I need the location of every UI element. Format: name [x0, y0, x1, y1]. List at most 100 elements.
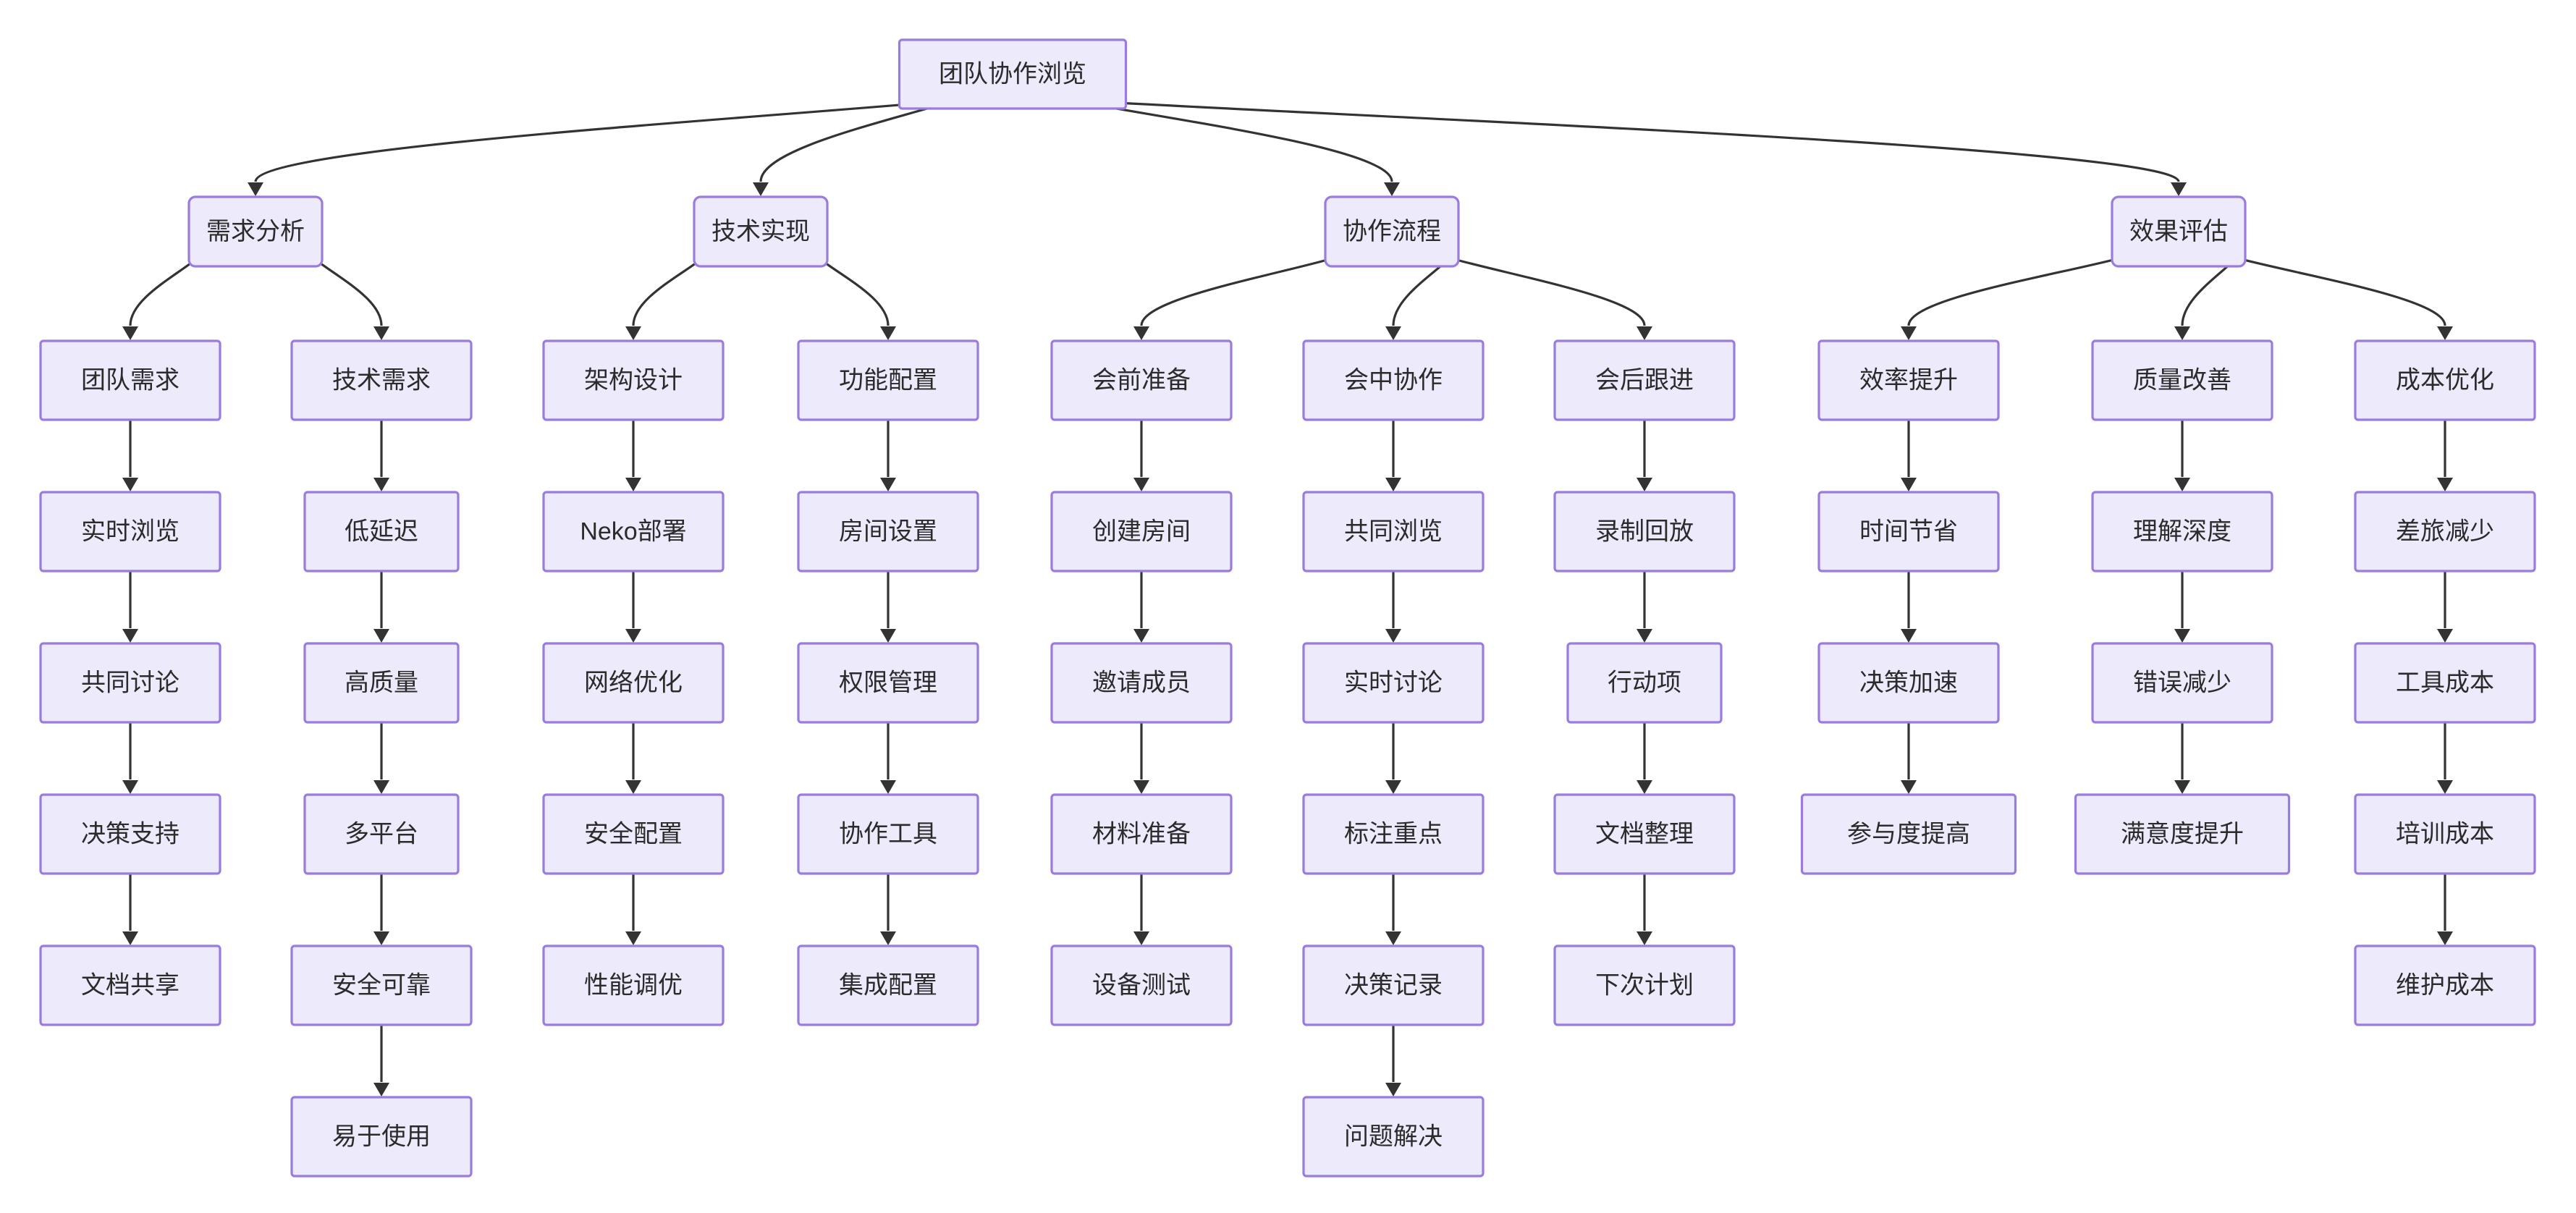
node-box[interactable]	[187, 195, 324, 268]
node-box[interactable]	[290, 339, 473, 421]
node-d6[interactable]: 共同浏览	[1302, 491, 1485, 572]
node-box[interactable]	[1324, 195, 1460, 268]
node-c7[interactable]: 会后跟进	[1553, 339, 1736, 421]
node-f7[interactable]: 文档整理	[1553, 793, 1736, 875]
node-box[interactable]	[1050, 793, 1233, 875]
node-c8[interactable]: 效率提升	[1817, 339, 2000, 421]
node-box[interactable]	[1553, 339, 1736, 421]
node-box[interactable]	[542, 491, 725, 572]
node-g7[interactable]: 下次计划	[1553, 944, 1736, 1026]
node-e3[interactable]: 网络优化	[542, 642, 725, 724]
node-g3[interactable]: 性能调优	[542, 944, 725, 1026]
node-g6[interactable]: 决策记录	[1302, 944, 1485, 1026]
node-d9[interactable]: 理解深度	[2091, 491, 2273, 572]
node-box[interactable]	[2091, 642, 2273, 724]
node-e2[interactable]: 高质量	[303, 642, 460, 724]
node-box[interactable]	[542, 642, 725, 724]
node-box[interactable]	[542, 339, 725, 421]
node-box[interactable]	[39, 339, 221, 421]
node-box[interactable]	[2091, 339, 2273, 421]
node-box[interactable]	[1817, 491, 2000, 572]
node-box[interactable]	[1553, 944, 1736, 1026]
node-f6[interactable]: 标注重点	[1302, 793, 1485, 875]
node-e10[interactable]: 工具成本	[2354, 642, 2536, 724]
node-d8[interactable]: 时间节省	[1817, 491, 2000, 572]
node-box[interactable]	[1050, 642, 1233, 724]
node-box[interactable]	[797, 944, 979, 1026]
node-box[interactable]	[2354, 793, 2536, 875]
node-box[interactable]	[303, 491, 460, 572]
node-g1[interactable]: 文档共享	[39, 944, 221, 1026]
node-e4[interactable]: 权限管理	[797, 642, 979, 724]
node-e6[interactable]: 实时讨论	[1302, 642, 1485, 724]
node-box[interactable]	[2354, 491, 2536, 572]
node-root[interactable]: 团队协作浏览	[898, 38, 1128, 110]
node-box[interactable]	[1566, 642, 1723, 724]
node-box[interactable]	[303, 642, 460, 724]
node-f1[interactable]: 决策支持	[39, 793, 221, 875]
node-d1[interactable]: 实时浏览	[39, 491, 221, 572]
node-box[interactable]	[797, 339, 979, 421]
node-f8[interactable]: 参与度提高	[1800, 793, 2017, 875]
node-c10[interactable]: 成本优化	[2354, 339, 2536, 421]
node-box[interactable]	[1302, 1096, 1485, 1178]
node-c4[interactable]: 功能配置	[797, 339, 979, 421]
node-f10[interactable]: 培训成本	[2354, 793, 2536, 875]
node-box[interactable]	[2354, 642, 2536, 724]
node-box[interactable]	[1302, 339, 1485, 421]
node-box[interactable]	[797, 642, 979, 724]
node-box[interactable]	[797, 793, 979, 875]
node-f9[interactable]: 满意度提升	[2074, 793, 2291, 875]
node-box[interactable]	[2354, 339, 2536, 421]
node-box[interactable]	[2111, 195, 2247, 268]
node-c5[interactable]: 会前准备	[1050, 339, 1233, 421]
node-box[interactable]	[2074, 793, 2291, 875]
node-box[interactable]	[1050, 944, 1233, 1026]
node-c6[interactable]: 会中协作	[1302, 339, 1485, 421]
node-f4[interactable]: 协作工具	[797, 793, 979, 875]
node-d7[interactable]: 录制回放	[1553, 491, 1736, 572]
node-d3[interactable]: Neko部署	[542, 491, 725, 572]
node-f3[interactable]: 安全配置	[542, 793, 725, 875]
node-h6[interactable]: 问题解决	[1302, 1096, 1485, 1178]
node-f2[interactable]: 多平台	[303, 793, 460, 875]
node-box[interactable]	[1553, 491, 1736, 572]
node-c2[interactable]: 技术需求	[290, 339, 473, 421]
node-box[interactable]	[1302, 642, 1485, 724]
node-box[interactable]	[797, 491, 979, 572]
node-d4[interactable]: 房间设置	[797, 491, 979, 572]
node-d2[interactable]: 低延迟	[303, 491, 460, 572]
node-box[interactable]	[693, 195, 829, 268]
node-f5[interactable]: 材料准备	[1050, 793, 1233, 875]
node-d5[interactable]: 创建房间	[1050, 491, 1233, 572]
node-g10[interactable]: 维护成本	[2354, 944, 2536, 1026]
node-g4[interactable]: 集成配置	[797, 944, 979, 1026]
node-box[interactable]	[542, 944, 725, 1026]
node-box[interactable]	[39, 491, 221, 572]
node-e8[interactable]: 决策加速	[1817, 642, 2000, 724]
node-box[interactable]	[290, 944, 473, 1026]
node-d10[interactable]: 差旅减少	[2354, 491, 2536, 572]
node-g5[interactable]: 设备测试	[1050, 944, 1233, 1026]
node-box[interactable]	[542, 793, 725, 875]
node-g2[interactable]: 安全可靠	[290, 944, 473, 1026]
node-c3[interactable]: 架构设计	[542, 339, 725, 421]
node-box[interactable]	[39, 793, 221, 875]
node-e1[interactable]: 共同讨论	[39, 642, 221, 724]
node-box[interactable]	[1817, 339, 2000, 421]
node-box[interactable]	[1302, 491, 1485, 572]
node-box[interactable]	[1817, 642, 2000, 724]
node-box[interactable]	[1302, 793, 1485, 875]
node-c9[interactable]: 质量改善	[2091, 339, 2273, 421]
node-box[interactable]	[290, 1096, 473, 1178]
node-box[interactable]	[2091, 491, 2273, 572]
node-e9[interactable]: 错误减少	[2091, 642, 2273, 724]
node-box[interactable]	[39, 944, 221, 1026]
node-box[interactable]	[1553, 793, 1736, 875]
node-b1[interactable]: 需求分析	[187, 195, 324, 268]
node-e7[interactable]: 行动项	[1566, 642, 1723, 724]
node-box[interactable]	[1050, 339, 1233, 421]
node-b3[interactable]: 协作流程	[1324, 195, 1460, 268]
node-box[interactable]	[1050, 491, 1233, 572]
node-b4[interactable]: 效果评估	[2111, 195, 2247, 268]
